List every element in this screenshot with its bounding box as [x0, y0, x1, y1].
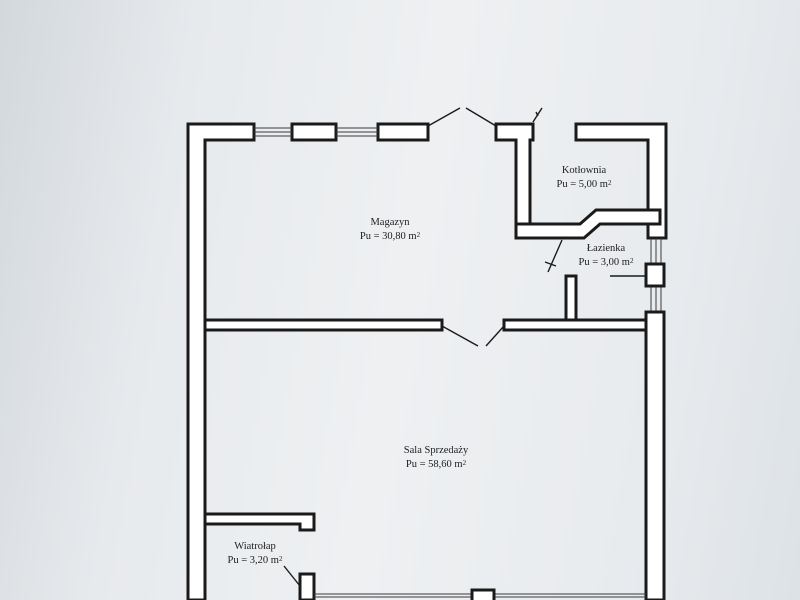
magazyn-area: Pu = 30,80 m2	[359, 231, 421, 242]
partition-wall-left	[203, 318, 444, 332]
top-window-1	[254, 127, 292, 137]
top-wall-segment-2	[376, 122, 430, 142]
sala-name: Sala Sprzedaży	[403, 445, 469, 456]
top-wall-segment-1	[290, 122, 338, 142]
lazienka-label: Łazienka Pu = 3,00 m2	[556, 242, 656, 270]
kotlownia-label: Kotłownia Pu = 5,00 m2	[534, 164, 634, 192]
lazienka-area: Pu = 3,00 m2	[578, 257, 634, 268]
wiatrolap-wall	[203, 512, 316, 532]
right-wall-block	[644, 262, 666, 288]
middle-double-door	[441, 325, 505, 347]
kotlownia-name: Kotłownia	[561, 165, 607, 176]
top-window-2	[336, 127, 378, 137]
wiatrolap-name: Wiatrołap	[234, 541, 276, 552]
kotlownia-wall-bottom	[514, 208, 662, 240]
lazienka-name: Łazienka	[586, 243, 626, 254]
lazienka-door	[547, 239, 563, 273]
kotlownia-wall-right	[574, 122, 668, 240]
top-double-door	[427, 107, 497, 127]
outer-wall-right	[644, 310, 666, 600]
outer-wall-left	[186, 122, 256, 600]
sala-area: Pu = 58,60 m2	[405, 459, 467, 470]
sala-label: Sala Sprzedaży Pu = 58,60 m2	[376, 444, 496, 472]
wiatrolap-door	[283, 565, 301, 587]
bottom-wall-block	[470, 588, 496, 600]
magazyn-name: Magazyn	[370, 217, 410, 228]
wiatrolap-wall-right	[298, 572, 316, 600]
wiatrolap-area: Pu = 3,20 m2	[227, 555, 283, 566]
lazienka-wall-stub	[564, 274, 578, 326]
wiatrolap-label: Wiatrołap Pu = 3,20 m2	[210, 540, 300, 568]
kotlownia-wall-left	[494, 122, 535, 226]
kotlownia-area: Pu = 5,00 m2	[556, 179, 612, 190]
magazyn-label: Magazyn Pu = 30,80 m2	[330, 216, 450, 244]
partition-wall-right	[502, 318, 648, 332]
